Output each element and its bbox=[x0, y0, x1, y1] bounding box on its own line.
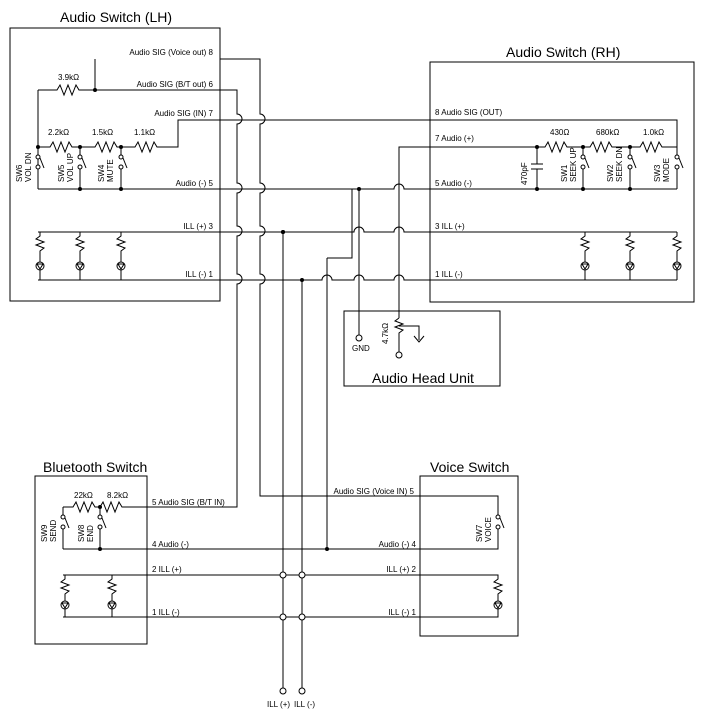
rh-sw2-label: SW2 bbox=[606, 164, 615, 182]
bt-pin-2-label: 2 ILL (+) bbox=[152, 565, 182, 574]
head-gnd-label: GND bbox=[352, 344, 370, 353]
rh-sw3-label: SW3 bbox=[653, 164, 662, 182]
rh-pin-5-label: 5 Audio (-) bbox=[435, 179, 472, 188]
voice-pin-1-label: ILL (-) 1 bbox=[388, 608, 416, 617]
lh-internal-circuit bbox=[34, 59, 220, 281]
audio-switch-rh-title: Audio Switch (RH) bbox=[506, 44, 620, 60]
audio-switch-lh-block bbox=[9, 27, 221, 302]
lh-pin-7-label: Audio SIG (IN) 7 bbox=[154, 109, 213, 118]
lh-sw4-function: MUTE bbox=[106, 159, 115, 182]
rh-resistor-430-label: 430Ω bbox=[550, 128, 569, 137]
voice-sw7-function: VOICE bbox=[484, 517, 493, 542]
lh-pin-6-label: Audio SIG (B/T out) 6 bbox=[137, 80, 214, 89]
rh-resistor-1k0-label: 1.0kΩ bbox=[643, 128, 664, 137]
head-unit-internal bbox=[355, 317, 425, 359]
lh-pin-3-label: ILL (+) 3 bbox=[183, 222, 213, 231]
rh-sw1-label: SW1 bbox=[560, 164, 569, 182]
bt-resistor-8k2-label: 8.2kΩ bbox=[107, 491, 128, 500]
terminal-ill-minus-label: ILL (-) bbox=[294, 700, 315, 709]
head-resistor-label: 4.7kΩ bbox=[381, 323, 390, 344]
lh-pin-8-label: Audio SIG (Voice out) 8 bbox=[129, 48, 213, 57]
voice-switch-title: Voice Switch bbox=[430, 459, 509, 475]
rh-sw3-function: MODE bbox=[662, 158, 671, 182]
rh-pin-8-label: 8 Audio SIG (OUT) bbox=[435, 108, 502, 117]
audio-switch-lh-title: Audio Switch (LH) bbox=[60, 9, 172, 25]
voice-pin-2-label: ILL (+) 2 bbox=[386, 565, 416, 574]
lh-sw5-label: SW5 bbox=[57, 164, 66, 182]
audio-switch-rh-block bbox=[429, 61, 695, 303]
lh-sw5-function: VOL UP bbox=[66, 153, 75, 182]
terminal-ill-plus-label: ILL (+) bbox=[267, 700, 290, 709]
bluetooth-switch-title: Bluetooth Switch bbox=[43, 459, 147, 475]
bt-pin-1-label: 1 ILL (-) bbox=[152, 608, 180, 617]
lh-sw4-label: SW4 bbox=[97, 164, 106, 182]
lh-pin-1-label: ILL (-) 1 bbox=[185, 270, 213, 279]
rh-internal-circuit bbox=[430, 119, 684, 281]
rh-pin-7-label: 7 Audio (+) bbox=[435, 134, 474, 143]
bluetooth-switch-block bbox=[34, 475, 148, 645]
bt-pin-4-label: 4 Audio (-) bbox=[152, 540, 189, 549]
interconnect-wiring bbox=[147, 58, 430, 695]
lh-sw6-function: VOL DN bbox=[24, 152, 33, 182]
lh-resistor-1k5-label: 1.5kΩ bbox=[92, 128, 113, 137]
voice-pin-5-label: Audio SIG (Voice IN) 5 bbox=[334, 487, 415, 496]
bt-internal-circuit bbox=[59, 500, 147, 618]
bt-pin-5-label: 5 Audio SIG (B/T IN) bbox=[152, 498, 225, 507]
lh-resistor-2k2-label: 2.2kΩ bbox=[48, 128, 69, 137]
bt-sw9-label: SW9 bbox=[40, 524, 49, 542]
voice-switch-block bbox=[419, 475, 519, 637]
lh-resistor-3k9-label: 3.9kΩ bbox=[58, 73, 79, 82]
rh-sw2-function: SEEK DN bbox=[615, 147, 624, 182]
lh-sw6-label: SW6 bbox=[15, 164, 24, 182]
voice-sw7-label: SW7 bbox=[475, 524, 484, 542]
rh-pin-3-label: 3 ILL (+) bbox=[435, 222, 465, 231]
rh-resistor-680k-label: 680kΩ bbox=[596, 128, 619, 137]
voice-internal-circuit bbox=[420, 495, 505, 618]
audio-head-unit-title: Audio Head Unit bbox=[372, 370, 474, 386]
bt-sw8-label: SW8 bbox=[77, 524, 86, 542]
rh-pin-1-label: 1 ILL (-) bbox=[435, 270, 463, 279]
voice-pin-4-label: Audio (-) 4 bbox=[379, 540, 417, 549]
audio-head-unit-block bbox=[343, 310, 501, 387]
lh-pin-5-label: Audio (-) 5 bbox=[176, 179, 214, 188]
bt-sw8-function: END bbox=[86, 525, 95, 542]
rh-capacitor-label: 470pF bbox=[520, 162, 529, 185]
bt-resistor-22k-label: 22kΩ bbox=[74, 491, 93, 500]
rh-sw1-function: SEEK UP bbox=[569, 147, 578, 182]
bt-sw9-function: SEND bbox=[49, 520, 58, 542]
lh-resistor-1k1-label: 1.1kΩ bbox=[134, 128, 155, 137]
